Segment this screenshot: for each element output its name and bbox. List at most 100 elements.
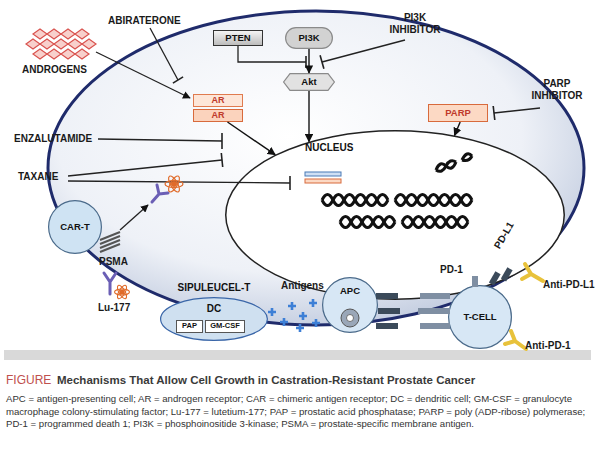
antigen-plus [280,318,288,326]
drug-label: TAXANE [18,171,58,183]
receptor-bar [305,179,341,183]
pd-l1-receptor [489,271,501,285]
receptor-label: PD-1 [440,264,463,276]
cell-circle-shape [323,278,378,333]
inhibition-line [68,160,222,176]
dendritic-cell-shape [161,298,268,341]
antigen-plus [268,308,276,316]
inhibition-bar [320,55,324,68]
antigen-box: GM-CSF [205,320,245,333]
antigen-label: Antigens [281,280,324,292]
isotope-orbit [166,174,181,193]
inhibition-bar [221,153,222,167]
receptor-label: PD-L1 [492,220,517,251]
isotope-orbit [115,289,130,295]
androgen-diamond [47,49,61,59]
nucleus-ellipse: NUCLEUS [225,130,565,300]
drug-label: Anti-PD-1 [525,340,571,352]
dna-strand [402,217,468,228]
caption-band [4,350,591,360]
node-label: GM-CSF [210,322,240,330]
connector-layer [227,49,460,155]
dna-strand [322,195,388,206]
inhibition-line [322,40,405,62]
drug-label: PI3K INHIBITOR [380,12,450,36]
binding-arrow [96,52,190,98]
enzyme-box: PARP [428,104,488,122]
drug-label: Anti-PD-L1 [543,279,595,291]
isotope-orbit [165,181,183,188]
androgen-diamond [54,39,68,49]
androgen-diamond [75,49,89,59]
isotope-orbit [166,174,181,193]
androgen-diamond [47,29,61,39]
inhibition-line [494,108,540,113]
drug-label: ABIRATERONE [108,15,181,27]
dna-strand [402,217,468,228]
figure-tag: FIGURE [6,373,51,387]
node-label: PARP [445,108,471,118]
abbreviation-note: APC = antigen-presenting cell; AR = andr… [6,393,589,431]
antigen-plus [288,302,296,310]
pd-l1-receptor [501,267,513,281]
androgen-diamond [26,39,40,49]
androgen-diamond [33,49,47,59]
mhc-receptor [376,323,398,329]
nucleus-ellipse-outline [225,130,565,300]
hormone-label: ANDROGENS [22,64,87,76]
pd-1-receptor [472,276,478,287]
isotope-core [119,289,124,294]
androgen-diamond [75,29,89,39]
dna-strand [340,217,395,228]
cell-circle: T-CELL [448,285,512,349]
psma-receptor [100,240,120,248]
antibody-symbol [152,185,168,202]
antigen-label: PSMA [99,256,128,268]
inhibition-line [150,28,178,80]
node-label: NUCLEUS [305,142,353,153]
receptor-bar [305,172,341,176]
inhibition-line [98,139,222,141]
targeting-arrow [120,205,148,230]
cell-membrane [48,11,584,325]
node-label: SIPULEUCEL-T [140,282,288,293]
isotope-core [171,181,177,187]
antibody-symbol [522,264,543,281]
inhibition-bar [289,176,291,190]
kinase-box-shape [286,28,333,49]
arrow-connector [308,91,309,142]
node-label: AR [212,111,225,121]
antigen-plus [296,324,304,332]
androgen-diamond [82,39,96,49]
androgen-diamond [68,39,82,49]
dna-strand [340,217,395,228]
tcr-receptor [420,293,450,299]
tcr-receptor [418,308,450,314]
kinase-box: PI3K [285,27,333,49]
kinase-hexagon: Akt [283,73,335,91]
arrow-connector [227,122,275,155]
antigen-plus [312,319,320,327]
kinase-hexagon-shape [284,74,335,91]
node-label: PI3K [298,33,319,43]
inhibition-bar [493,106,495,120]
arrow-connector [455,122,461,135]
arrow-connector [308,49,309,73]
inhibition-bar [173,77,183,83]
dna-strand [395,195,472,206]
nucleus-ellipse-shape [226,131,565,300]
node-label: AR [212,96,225,106]
node-label: DC [160,303,268,314]
node-label: PTEN [225,33,250,43]
figure-caption: Mechanisms That Allow Cell Growth in Cas… [57,374,475,388]
inhibition-bar [305,56,307,68]
cell-circle-shape [449,286,512,349]
receptor-box: AR [193,94,243,107]
antibody-symbol [104,273,116,294]
antigen-box: PAP [176,320,203,333]
antigen-plus [299,312,307,320]
protein-box: PTEN [213,30,263,46]
androgen-diamond [33,29,47,39]
